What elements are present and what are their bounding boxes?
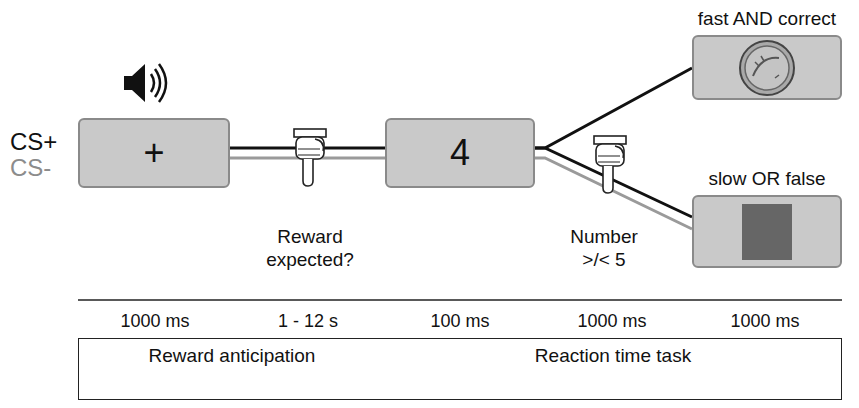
hand-icon (594, 136, 626, 193)
coin-icon (737, 38, 797, 98)
duration-label: 1000 ms (715, 311, 815, 333)
phase-cell: Reward anticipation (78, 338, 386, 400)
stimulus-symbol: + (143, 131, 164, 174)
duration-label: 100 ms (410, 311, 510, 333)
grey-square (742, 204, 792, 260)
speaker-icon (124, 64, 166, 102)
stimulus-box: slow OR false (692, 195, 842, 268)
stimulus-box: fast AND correct (692, 35, 842, 100)
stimulus-box: + (78, 118, 230, 188)
duration-label: 1 - 12 s (258, 311, 358, 333)
duration-label: 1000 ms (105, 311, 205, 333)
stimulus-box: 4 (385, 118, 535, 188)
timeline (78, 299, 842, 301)
duration-label: 1000 ms (562, 311, 662, 333)
hand-icon (294, 129, 326, 186)
condition-label: CS- (10, 154, 70, 183)
outcome-label: fast AND correct (698, 8, 836, 31)
phase-label: Reward anticipation (79, 339, 385, 368)
outcome-label: slow OR false (708, 168, 825, 191)
phase-label: Reaction time task (385, 339, 841, 368)
response-label: Reward expected? (250, 226, 370, 272)
stimulus-symbol: 4 (450, 131, 470, 174)
phase-cell: Reaction time task (385, 338, 842, 400)
condition-label: CS+ (10, 128, 70, 157)
response-label: Number >/< 5 (554, 226, 654, 272)
